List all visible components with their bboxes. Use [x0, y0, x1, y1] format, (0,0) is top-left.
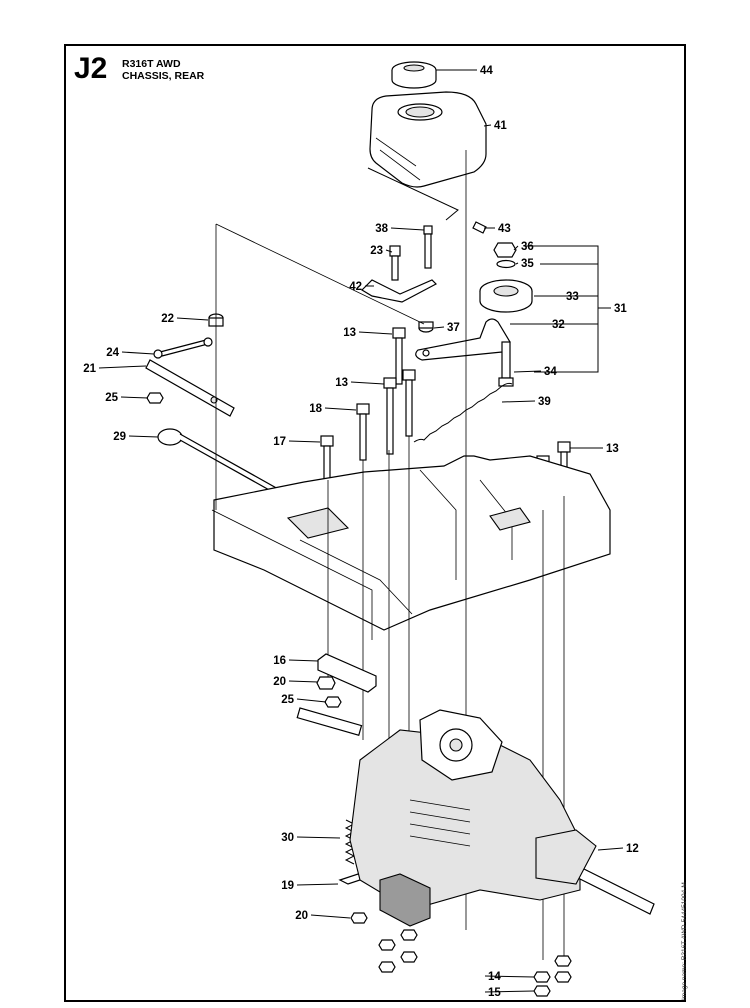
part-bolt-13a — [392, 327, 406, 385]
callout-leader — [121, 351, 155, 355]
part-screw-43 — [472, 221, 487, 234]
callout-leader — [433, 326, 445, 329]
callout-label-22: 22 — [161, 313, 174, 325]
part-washer-35 — [496, 259, 516, 269]
callout-label-13: 13 — [343, 327, 356, 339]
callout-leader — [350, 381, 385, 385]
callout-label-36: 36 — [521, 241, 534, 253]
part-pulley-33 — [479, 279, 533, 313]
part-nut-20b — [350, 912, 368, 924]
callout-leader — [310, 914, 351, 919]
callout-label-21: 21 — [83, 363, 96, 375]
callout-label-29: 29 — [113, 431, 126, 443]
callout-label-17: 17 — [273, 436, 286, 448]
callout-leader — [296, 698, 327, 703]
callout-label-39: 39 — [538, 396, 551, 408]
callout-leader — [176, 317, 209, 321]
callout-label-44: 44 — [480, 65, 493, 77]
part-bolt-34 — [498, 341, 514, 387]
callout-label-41: 41 — [494, 120, 507, 132]
part-nut-25b — [324, 696, 342, 708]
callout-label-20: 20 — [273, 676, 286, 688]
part-reservoir-41 — [369, 91, 487, 188]
callout-leader — [513, 370, 542, 373]
part-nut-25 — [146, 392, 164, 404]
part-bolt-23 — [389, 245, 401, 281]
callout-label-34: 34 — [544, 366, 557, 378]
part-bolt-13c — [402, 369, 416, 437]
callout-label-24: 24 — [106, 347, 119, 359]
part-lever-21 — [145, 359, 235, 417]
callout-leader — [288, 440, 321, 443]
callout-label-35: 35 — [521, 258, 534, 270]
part-nut-36 — [493, 242, 517, 258]
callout-leader — [128, 435, 159, 438]
part-cap-44 — [391, 61, 437, 89]
part-bracket-42 — [361, 279, 437, 303]
part-bottom-nuts — [378, 929, 572, 997]
callout-leader — [358, 331, 393, 335]
callout-label-18: 18 — [309, 403, 322, 415]
callout-leader — [483, 124, 492, 127]
diagram-frame — [64, 44, 686, 1002]
page-code: J2 — [74, 52, 108, 85]
callout-leader — [484, 990, 535, 993]
part-bolt-17 — [320, 435, 334, 483]
callout-label-33: 33 — [566, 291, 579, 303]
callout-label-20: 20 — [295, 910, 308, 922]
part-spacer-16 — [317, 653, 377, 693]
callout-label-25: 25 — [281, 694, 294, 706]
callout-leader — [288, 659, 319, 662]
callout-leader — [597, 847, 624, 851]
callout-leader — [296, 883, 339, 886]
part-transaxle — [296, 707, 655, 927]
callout-label-19: 19 — [281, 880, 294, 892]
callout-leader — [501, 400, 536, 403]
part-bolt-13b — [383, 377, 397, 455]
callout-label-37: 37 — [447, 322, 460, 334]
part-nut-37 — [418, 321, 434, 333]
part-bolt-18 — [356, 403, 370, 461]
callout-label-32: 32 — [552, 319, 565, 331]
part-spring-39 — [413, 382, 513, 443]
callout-label-14: 14 — [488, 971, 501, 983]
callout-label-23: 23 — [370, 245, 383, 257]
callout-label-25: 25 — [105, 392, 118, 404]
part-bolt-38 — [423, 225, 433, 269]
callout-leader — [288, 680, 319, 683]
callout-label-30: 30 — [281, 832, 294, 844]
part-rod-24 — [153, 337, 213, 359]
callout-label-43: 43 — [498, 223, 511, 235]
model-name: R316T AWD — [122, 58, 181, 70]
page-title: CHASSIS, REAR — [122, 70, 205, 82]
callout-label-42: 42 — [349, 281, 362, 293]
callout-leader — [390, 227, 425, 231]
callout-label-16: 16 — [273, 655, 286, 667]
callout-leader — [324, 407, 357, 411]
callout-label-15: 15 — [488, 987, 501, 999]
callout-label-31: 31 — [614, 303, 627, 315]
callout-leader — [296, 836, 341, 839]
callout-leader — [98, 365, 147, 369]
callout-label-12: 12 — [626, 843, 639, 855]
callout-leader — [484, 975, 535, 978]
callout-leader — [513, 245, 519, 251]
callout-leader — [385, 249, 393, 253]
part-chassis-plate — [211, 455, 611, 640]
callout-leader — [120, 396, 149, 399]
part-nut-20a — [316, 676, 336, 690]
callout-label-38: 38 — [375, 223, 388, 235]
callout-label-13: 13 — [606, 443, 619, 455]
callout-label-13: 13 — [335, 377, 348, 389]
callout-leader — [515, 262, 519, 265]
